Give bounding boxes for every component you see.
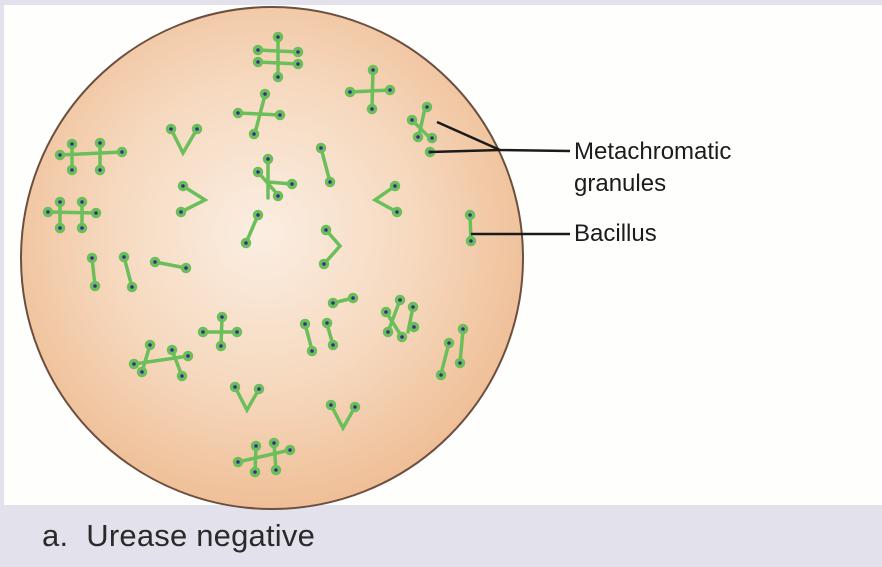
bacillus-cluster-labeled [406, 101, 438, 158]
metachromatic-leader-2 [429, 148, 501, 154]
bacillus-v [229, 381, 265, 414]
bacillus-cluster [252, 153, 298, 202]
bacillus-label: Bacillus [574, 220, 657, 247]
bacillus-v [325, 399, 361, 432]
bacillus [240, 209, 264, 249]
bacillus [327, 292, 359, 309]
bacillus-cluster [42, 196, 102, 234]
bacillus-v [371, 180, 403, 218]
bacillus-cluster [380, 294, 420, 343]
bacillus-labeled [464, 209, 477, 247]
bacillus-v [165, 123, 203, 157]
bacillus-cluster [54, 137, 128, 176]
bacillus-cluster [197, 311, 243, 352]
bacillus-cluster [344, 64, 396, 115]
bacillus-cluster [232, 88, 286, 140]
bacillus-pair [86, 251, 138, 293]
bacillus-cluster [128, 339, 194, 382]
bacillus-cluster [252, 31, 304, 83]
label-line: granules [574, 170, 667, 197]
bacillus-v [318, 224, 343, 270]
bacillus-pair [435, 323, 469, 381]
caption-text: Urease negative [86, 518, 316, 553]
label-line: Metachromatic [574, 138, 732, 165]
bacillus-cluster [232, 437, 296, 478]
leader-lines [429, 120, 571, 236]
bacillus [315, 142, 336, 188]
figure-caption: a. Urease negative [42, 518, 315, 554]
bacillus-v [175, 180, 209, 218]
caption-marker: a. [42, 518, 69, 553]
microscope-field [20, 6, 524, 510]
bacillus-pair [299, 317, 339, 357]
bacilli-group [42, 31, 477, 478]
metachromatic-granules-label: Metachromatic granules [574, 139, 731, 197]
bacillus [149, 256, 192, 274]
